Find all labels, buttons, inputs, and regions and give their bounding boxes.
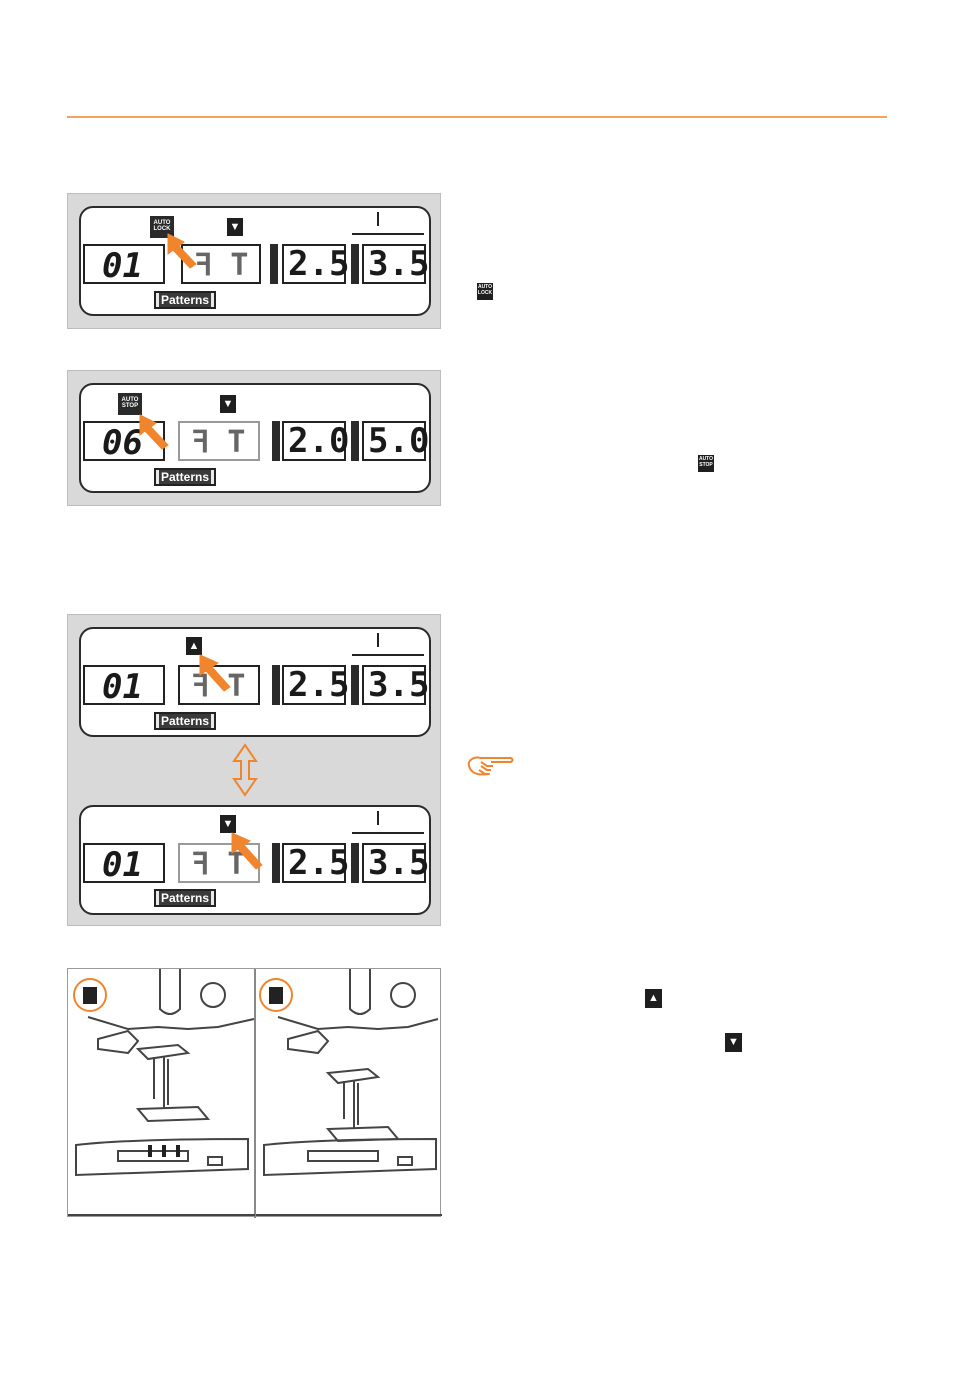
stitch-length-value: 2.5	[288, 244, 350, 284]
panel2-overlay	[139, 414, 169, 450]
needle-down-icon: ▼	[227, 218, 243, 236]
machine-needle-down	[256, 969, 442, 1216]
pattern-number: 01	[102, 667, 143, 707]
stitch-width-box	[362, 843, 426, 883]
auto-lock-inline-icon: AUTO LOCK	[477, 283, 493, 300]
pattern-number: 06	[102, 423, 143, 463]
stitch-length-box	[282, 421, 346, 461]
double-arrow-icon	[232, 743, 258, 797]
auto-stop-inline-icon: AUTO STOP	[698, 455, 714, 472]
stitch-width-value: 3.5	[368, 244, 430, 284]
stitch-width-value: 3.5	[368, 665, 430, 705]
orange-divider-rule	[67, 116, 887, 118]
patterns-label: Patterns	[154, 468, 216, 486]
hand-pointer-icon	[467, 756, 514, 776]
stitch-length-box	[282, 665, 346, 705]
machine-needle-up	[68, 969, 255, 1216]
stitch-width-box	[362, 421, 426, 461]
stitch-symbol: ꟻ T	[192, 425, 246, 460]
patterns-label: Patterns	[154, 712, 216, 730]
width-indicator-bar	[351, 244, 359, 284]
pattern-number-box	[83, 665, 165, 705]
orange-arrow-up	[199, 654, 231, 692]
pattern-number: 01	[102, 246, 143, 286]
stitch-width-box	[362, 244, 426, 284]
needle-position-illustration	[67, 968, 442, 1218]
stitch-symbol: ꟻ T	[192, 847, 246, 882]
machine-illustration	[68, 969, 442, 1218]
orange-arrow	[167, 233, 197, 269]
stitch-icon-box	[178, 421, 260, 461]
length-indicator-bar	[272, 843, 280, 883]
width-indicator-bar	[351, 421, 359, 461]
pattern-number: 01	[102, 845, 143, 885]
length-indicator-bar	[272, 421, 280, 461]
patterns-label: Patterns	[154, 291, 216, 309]
needle-down-icon: ▼	[220, 395, 236, 413]
stitch-length-box	[282, 244, 346, 284]
stitch-width-box	[362, 665, 426, 705]
needle-down-inline-icon: ▼	[725, 1033, 742, 1052]
stitch-length-value: 2.0	[288, 421, 350, 461]
needle-down-icon: ▼	[220, 815, 236, 833]
length-indicator-bar	[272, 665, 280, 705]
width-indicator-bar	[351, 665, 359, 705]
stitch-width-value: 3.5	[368, 843, 430, 883]
stitch-symbol: ꟻ T	[195, 248, 249, 283]
pattern-number-box	[83, 244, 165, 284]
stitch-length-value: 2.5	[288, 665, 350, 705]
needle-up-inline-icon: ▲	[645, 989, 662, 1008]
orange-arrow	[139, 414, 169, 450]
stitch-length-value: 2.5	[288, 843, 350, 883]
patterns-label: Patterns	[154, 889, 216, 907]
stitch-length-box	[282, 843, 346, 883]
width-indicator-bar	[351, 843, 359, 883]
stitch-width-value: 5.0	[368, 421, 430, 461]
pattern-number-box	[83, 843, 165, 883]
panel3-overlay	[199, 633, 424, 870]
length-indicator-bar	[270, 244, 278, 284]
panel1-overlay	[167, 212, 424, 269]
pattern-number-box	[83, 421, 165, 461]
needle-up-icon: ▲	[186, 637, 202, 655]
display-panel-needle-position: ▲ 01 ꟻ T 2.5 3.5 Patterns ▼ 01 ꟻ T 2.5 3…	[67, 614, 441, 926]
orange-arrow-down	[231, 832, 263, 870]
